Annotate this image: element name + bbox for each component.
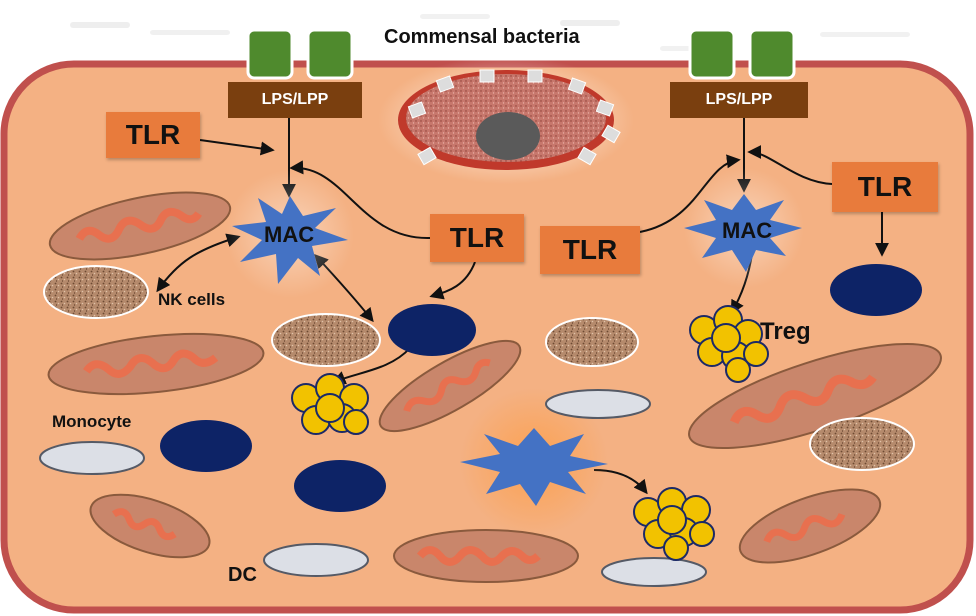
treg-cluster-1 <box>291 373 369 435</box>
tlr-box-top-left: TLR <box>106 112 200 158</box>
nk-cells-label: NK cells <box>158 290 226 309</box>
nucleus <box>476 112 540 160</box>
monocyte-label: Monocyte <box>52 412 132 431</box>
treg-cluster-3 <box>633 487 715 561</box>
mac-left-shape <box>226 170 354 298</box>
lps-lpp-box-left: LPS/LPP <box>228 82 362 118</box>
treg-label: Treg <box>760 318 811 345</box>
dc-label: DC <box>228 564 257 586</box>
spindle-cells <box>47 191 942 583</box>
tlr-box-center: TLR <box>430 214 524 262</box>
mac-bottom-shape <box>460 388 608 536</box>
dc-cells <box>39 389 707 587</box>
treg-cluster-2 <box>689 305 769 383</box>
mac-label-right: MAC <box>722 218 773 243</box>
central-cell <box>378 56 634 184</box>
commensal-bacteria-label: Commensal bacteria <box>384 26 580 48</box>
tlr-box-center-right: TLR <box>540 226 640 274</box>
nk-cells <box>43 265 915 471</box>
bacteria-right <box>688 28 796 80</box>
mac-right-shape <box>684 168 804 288</box>
tlr-box-right: TLR <box>832 162 938 212</box>
mac-label-left: MAC <box>264 222 315 247</box>
dark-cells <box>160 264 922 512</box>
bacteria-left <box>246 28 354 80</box>
lps-lpp-box-right: LPS/LPP <box>670 82 808 118</box>
